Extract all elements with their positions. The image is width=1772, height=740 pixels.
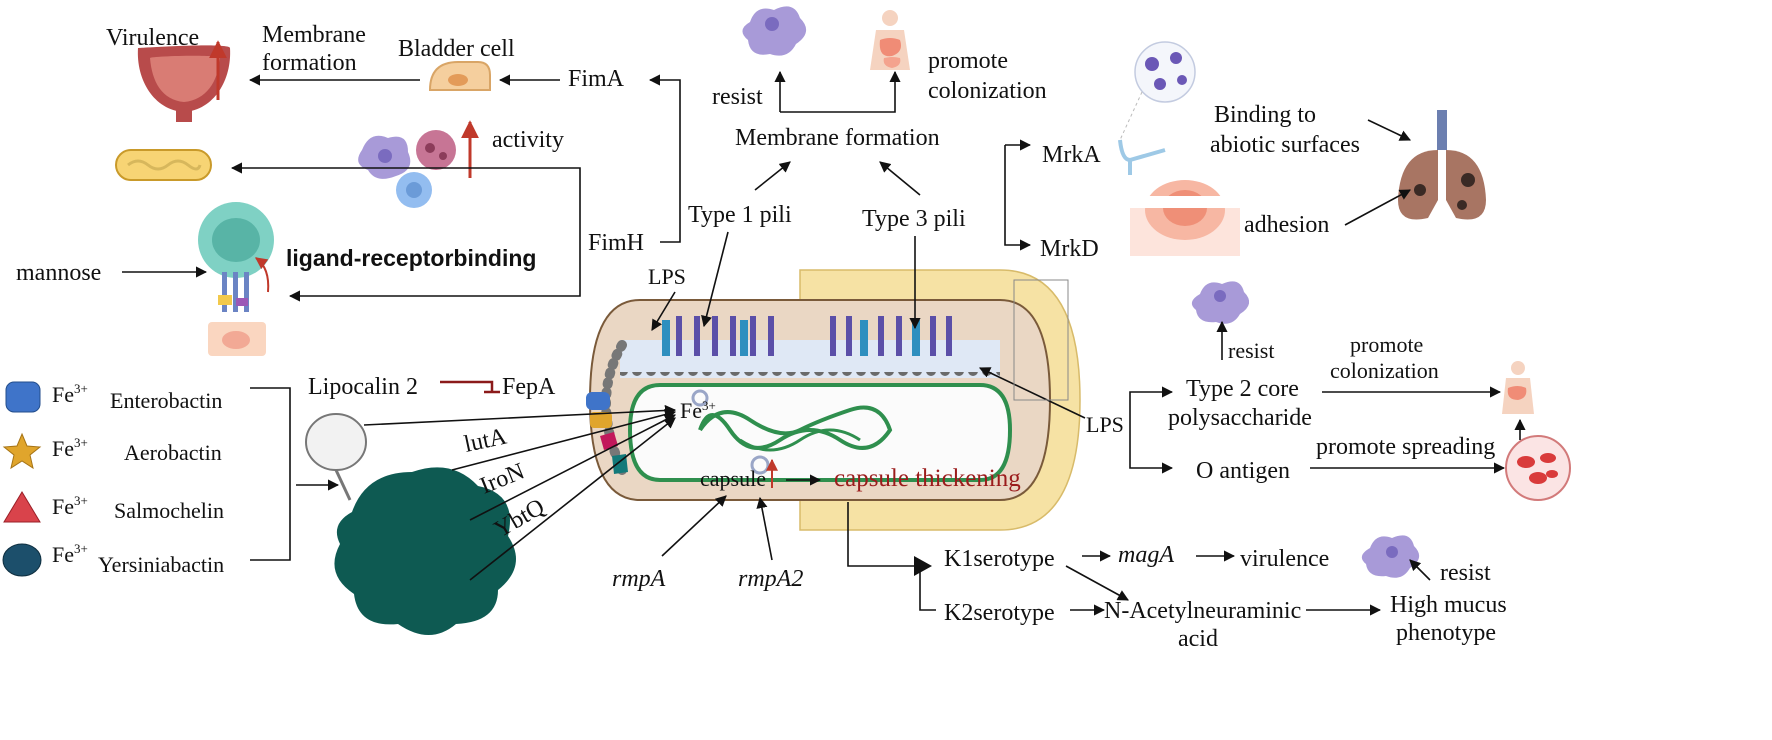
legend-name: Yersiniabactin (98, 552, 224, 577)
nana-label-2: acid (1178, 626, 1218, 652)
type3-pili-shapes (830, 316, 952, 356)
lutA-label: lutA (462, 423, 510, 457)
k2-label: K2serotype (944, 600, 1055, 626)
rmpA2-label: rmpA2 (738, 566, 803, 592)
yersiniabactin-icon (2, 543, 42, 577)
aerobactin-star-icon (2, 432, 42, 470)
siderophore-cluster-icon (305, 413, 516, 635)
legend-name: Enterobactin (110, 388, 222, 413)
membrane-label: Membrane (262, 22, 366, 48)
legend-fe: Fe3+ (52, 435, 88, 461)
virulence-bottom-label: virulence (1240, 546, 1329, 572)
resist-right-label: resist (1228, 338, 1274, 363)
k1-label: K1serotype (944, 546, 1055, 572)
high-mucus-label-2: phenotype (1396, 620, 1496, 646)
enterobactin-icon (5, 381, 41, 413)
promote-top-label: promote (928, 48, 1008, 74)
pathogen-zoom-icon (1118, 41, 1196, 175)
high-mucus-label-1: High mucus (1390, 592, 1507, 618)
mrkA-label: MrkA (1042, 142, 1101, 168)
legend-name: Salmochelin (114, 498, 224, 523)
type1-pili-shapes (662, 316, 774, 356)
lipocalin-label: Lipocalin 2 (308, 374, 418, 400)
bacterium-pill-icon (115, 149, 212, 181)
colonization-right-label: colonization (1330, 358, 1439, 383)
macrophage-icon (742, 6, 807, 56)
virulence-label: Virulence (106, 25, 199, 51)
immune-cells-icon (358, 130, 456, 208)
receptor-cell-icon (198, 202, 274, 356)
bladder-icon (137, 45, 231, 122)
fepA-label: FepA (502, 374, 556, 400)
type2-core-label: Type 2 core (1186, 376, 1299, 402)
resist-top-label: resist (712, 84, 763, 110)
type3-pili-label: Type 3 pili (862, 206, 966, 232)
capsule-label: capsule (700, 466, 766, 491)
promote-right-label: promote (1350, 332, 1423, 357)
type1-pili-label: Type 1 pili (688, 202, 792, 228)
nana-label-1: N-Acetylneuraminic (1104, 598, 1301, 624)
bladder-cell-icon (428, 61, 491, 91)
bladder-cell-label: Bladder cell (398, 36, 515, 62)
activity-label: activity (492, 127, 564, 153)
legend-name: Aerobactin (124, 440, 222, 465)
iron-receptors-icon (586, 392, 628, 474)
polysaccharide-label: polysaccharide (1168, 405, 1312, 431)
binding-label-2: abiotic surfaces (1210, 132, 1360, 158)
colonization-top-label: colonization (928, 78, 1047, 104)
binding-label-1: Binding to (1214, 102, 1316, 128)
o-antigen-label: O antigen (1196, 458, 1290, 484)
lungs-icon (1398, 110, 1486, 220)
legend-fe: Fe3+ (52, 541, 88, 567)
lps-right-label: LPS (1086, 412, 1124, 437)
mannose-label: mannose (16, 260, 101, 286)
fimA-label: FimA (568, 66, 625, 92)
formation-label: formation (262, 50, 357, 76)
lps-top-label: LPS (648, 264, 686, 289)
ligand-receptor-label: ligand-receptorbinding (286, 245, 536, 271)
macrophage-icon (1191, 281, 1250, 324)
legend-fe: Fe3+ (52, 493, 88, 519)
resist-bottom-label: resist (1440, 560, 1491, 586)
fimH-label: FimH (588, 230, 644, 256)
membrane-formation-label: Membrane formation (735, 125, 940, 151)
macrophage-icon (1361, 535, 1420, 578)
promote-spreading-label: promote spreading (1316, 434, 1495, 460)
salmochelin-triangle-icon (3, 491, 41, 523)
digestive-system-icon (870, 10, 910, 70)
connectors (122, 70, 1526, 616)
siderophore-legend: Fe3+ Enterobactin Fe3+ Aerobactin Fe3+ S… (2, 381, 224, 577)
rmpA-label: rmpA (612, 566, 666, 592)
mrkD-label: MrkD (1040, 236, 1099, 262)
legend-fe: Fe3+ (52, 381, 88, 407)
tissue-icon (1130, 180, 1240, 256)
adhesion-label: adhesion (1244, 212, 1329, 238)
capsule-thickening-label: capsule thickening (834, 465, 1021, 492)
magA-label: magA (1118, 542, 1174, 568)
digestive-system-icon (1502, 361, 1534, 414)
blood-cells-icon (1505, 435, 1571, 501)
fe-inner-label: Fe3+ (680, 398, 716, 423)
